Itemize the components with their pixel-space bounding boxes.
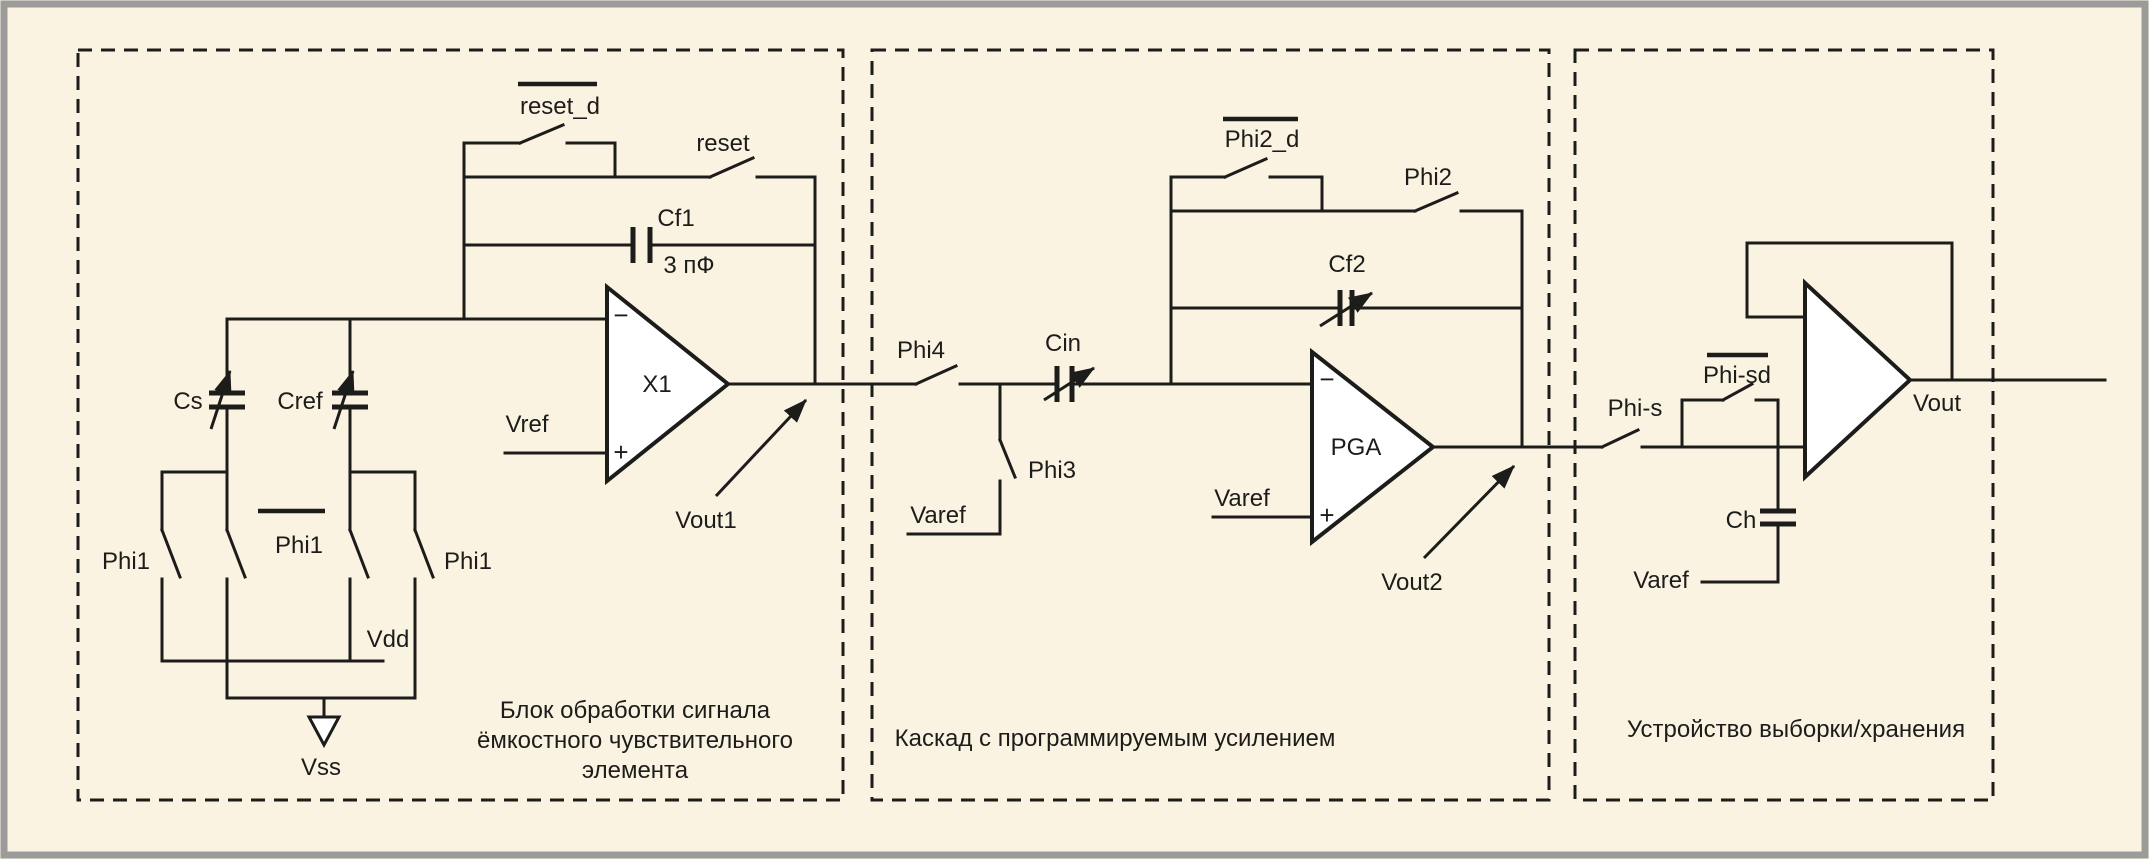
switch1-blade (160, 528, 182, 579)
cf2-label: Cf2 (1328, 251, 1365, 278)
phi-s-switch-blade (1600, 428, 1640, 449)
cf2-variable-arrow-icon (1319, 291, 1374, 328)
vref-label: Vref (505, 411, 548, 438)
reset-label: reset (696, 130, 750, 157)
varef-hold-label: Varef (1633, 567, 1689, 594)
buffer-feedback-loop (1745, 241, 1954, 382)
block2-circuit (906, 116, 1604, 560)
cref-label: Cref (277, 388, 323, 415)
block3-boundary (1573, 48, 1995, 802)
phi-sd-switch-contact-left (1680, 398, 1725, 449)
vout2-label: Vout2 (1381, 569, 1442, 596)
varef-plus-label: Varef (1214, 485, 1270, 512)
phi2-d-label: Phi2_d (1225, 126, 1300, 153)
opamp-x1-label: X1 (642, 371, 671, 398)
pga-minus-sign: − (1319, 364, 1334, 394)
reset-line-right-rail (755, 175, 817, 386)
phi1-left-label: Phi1 (102, 548, 150, 575)
opamp-x1-symbol (605, 282, 732, 486)
reset-switch-blade (708, 156, 755, 179)
cs-label: Cs (173, 388, 202, 415)
block2-caption: Каскад с программируемым усилением (895, 725, 1336, 752)
opamp-pga-label: PGA (1331, 434, 1382, 461)
cf1-value-label: 3 пФ (663, 252, 714, 279)
phi-sd-switch-contact-right (1754, 398, 1780, 449)
vout-label: Vout (1913, 390, 1961, 417)
phi-s-label: Phi-s (1608, 395, 1663, 422)
vout2-pointer-arrow-icon (1422, 464, 1516, 560)
phi2-d-switch-contact-right (1268, 175, 1324, 213)
ground-arrow-icon (306, 715, 342, 749)
varef-in-label: Varef (910, 502, 966, 529)
vss-label: Vss (301, 754, 341, 781)
block1-caption-line3: элемента (582, 757, 689, 784)
block3-circuit (1600, 241, 2107, 584)
phi2-line-right-rail (1459, 209, 1524, 449)
cf1-label: Cf1 (657, 205, 694, 232)
phi2-switch-blade (1413, 191, 1459, 213)
vout1-label: Vout1 (675, 507, 736, 534)
block1-caption-line1: Блок обработки сигнала (500, 697, 771, 724)
phi3-switch-blade (998, 438, 1017, 479)
phi1-right-label: Phi1 (444, 548, 492, 575)
cin-label: Cin (1045, 330, 1081, 357)
x1-plus-sign: + (613, 437, 628, 467)
phi1-mid-label: Phi1 (275, 532, 323, 559)
vdd-label: Vdd (367, 626, 410, 653)
reset-d-switch-blade (518, 123, 565, 145)
phi2-d-switch-blade (1223, 157, 1268, 179)
buffer-opamp-symbol (1803, 278, 1913, 482)
ch-label: Ch (1726, 507, 1757, 534)
opamp-pga-symbol (1310, 347, 1437, 547)
cin-variable-arrow-icon (1043, 366, 1096, 402)
phi-sd-switch-blade (1720, 381, 1755, 403)
cref-variable-arrow-icon (332, 369, 355, 430)
block3-caption: Устройство выборки/хранения (1627, 716, 1965, 743)
phi-sd-label: Phi-sd (1703, 362, 1771, 389)
phi2-label: Phi2 (1404, 164, 1452, 191)
block1-caption-line2: ёмкостного чувствительного (477, 727, 793, 754)
pga-plus-sign: + (1319, 500, 1334, 530)
x1-minus-sign: − (613, 300, 628, 330)
cs-variable-arrow-icon (209, 369, 232, 430)
phi4-label: Phi4 (897, 337, 945, 364)
reset-d-label: reset_d (520, 93, 600, 120)
reset-d-switch-contact-right (565, 141, 617, 179)
phi4-switch-blade (914, 364, 958, 386)
switch3-blade (348, 528, 370, 579)
block1-circuit (160, 81, 918, 749)
vout1-pointer-arrow-icon (714, 398, 808, 498)
phi3-label: Phi3 (1028, 457, 1076, 484)
switch2-blade (225, 528, 247, 579)
switch4-blade (413, 528, 435, 579)
block1-boundary (76, 48, 845, 802)
